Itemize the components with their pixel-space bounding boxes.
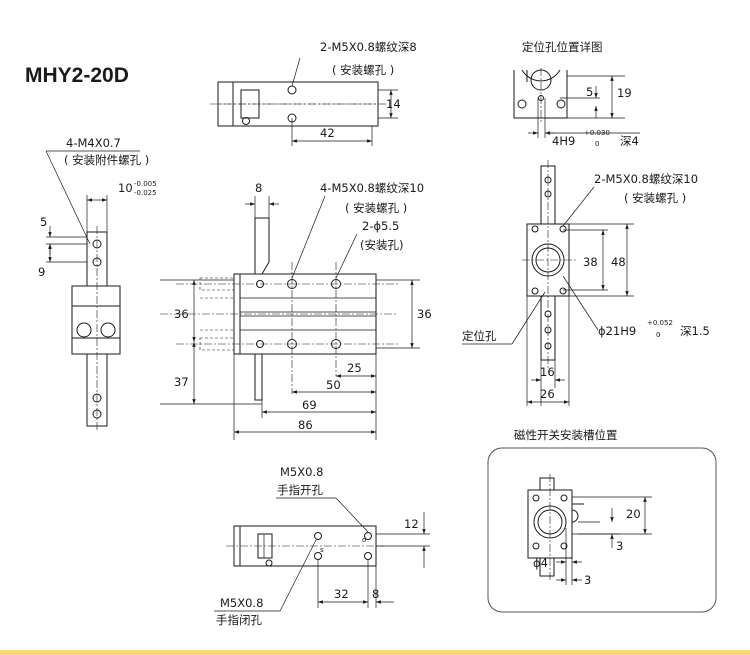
detail-hole-tol-lower: 0: [595, 140, 599, 148]
side-thread-sub: ( 安装螺孔 ): [624, 191, 686, 205]
side-dim-26: 26: [540, 387, 555, 401]
side-bore-depth: 深1.5: [680, 324, 710, 338]
finger-close-hole-circle: [314, 532, 322, 540]
bottom-dim-8: 8: [372, 587, 379, 601]
top-thread-note: 2-M5X0.8螺纹深8: [320, 40, 417, 54]
detail-hole-tol-upper: +0.030: [584, 129, 610, 137]
bottom-dim-32: 32: [334, 587, 349, 601]
sensor-dim-3a: 3: [616, 539, 623, 553]
detail-dim-19: 19: [617, 86, 632, 100]
top-thread-sub: ( 安装螺孔 ): [332, 63, 394, 77]
close-hole-label: M5X0.8: [220, 596, 263, 610]
detail-view: 定位孔位置详图 19 5 4H9 +0.030 0 深4: [513, 40, 640, 148]
side-bore-tol-upper: +0.052: [647, 319, 673, 327]
sensor-dim-3b: 3: [584, 573, 591, 587]
side-dim-16: 16: [540, 365, 555, 379]
left-width-tol-lower: -0.025: [134, 189, 157, 197]
side-locating-hole: 定位孔: [462, 329, 497, 343]
left-thread-note: 4-M4X0.7: [66, 136, 121, 150]
front-dim-8: 8: [255, 181, 262, 195]
bottom-accent-bar: [0, 650, 750, 655]
front-thread-sub: ( 安装螺孔 ): [345, 201, 407, 215]
open-hole-sub: 手指开孔: [277, 483, 323, 497]
sensor-dim-20: 20: [626, 507, 641, 521]
detail-hole-main: 4H9: [552, 134, 575, 148]
side-thread-note: 2-M5X0.8螺纹深10: [594, 172, 698, 186]
front-thread-note: 4-M5X0.8螺纹深10: [320, 181, 424, 195]
sensor-slot-arc: [571, 509, 579, 523]
front-dim-36-right: 36: [417, 307, 432, 321]
detail-hole-depth: 深4: [620, 134, 639, 148]
front-dim-69: 69: [302, 398, 317, 412]
sensor-dim-phi4: ϕ4: [533, 556, 548, 570]
model-title: MHY2-20D: [25, 64, 129, 87]
front-hole-sub: (安装孔): [360, 238, 403, 252]
bottom-dim-12: 12: [404, 517, 419, 531]
detail-heading: 定位孔位置详图: [522, 40, 603, 54]
side-dim-48: 48: [611, 255, 626, 269]
side-view: 2-M5X0.8螺纹深10 ( 安装螺孔 ) 38 48 定位孔 ϕ21H9 +…: [462, 160, 710, 406]
left-dim-9: 9: [38, 265, 45, 279]
top-dim-42: 42: [320, 126, 335, 140]
bottom-mark-o: o: [362, 536, 366, 544]
top-dim-14: 14: [386, 97, 401, 111]
detail-jaw-outline: [513, 70, 568, 119]
left-dim-5: 5: [40, 215, 47, 229]
sensor-heading: 磁性开关安装槽位置: [514, 428, 618, 442]
front-view: 8 4-M5X0.8螺纹深10 ( 安装螺孔 ) 2-ϕ5.5 (安装孔): [160, 181, 432, 440]
left-width-tol-upper: -0.005: [134, 180, 157, 188]
left-width-main: 10: [118, 181, 133, 195]
close-hole-sub: 手指闭孔: [216, 613, 262, 627]
sensor-frame: [487, 447, 717, 613]
side-dim-38: 38: [583, 255, 598, 269]
front-dim-86: 86: [298, 418, 313, 432]
front-dim-25: 25: [347, 361, 362, 375]
sensor-view: 磁性开关安装槽位置 20 3 ϕ4 3: [487, 428, 717, 613]
gripper-body-side: [71, 285, 121, 355]
open-hole-label: M5X0.8: [280, 465, 323, 479]
front-dim-50: 50: [326, 378, 341, 392]
mounting-hole-circle: [287, 85, 297, 95]
front-lower-finger: [254, 353, 263, 401]
finger-open-hole-circle: [364, 532, 372, 540]
front-dim-37: 37: [174, 375, 189, 389]
top-view: 2-M5X0.8螺纹深8 ( 安装螺孔 ) 14 42: [210, 40, 417, 146]
detail-dim-5: 5: [586, 85, 593, 99]
bottom-mark-s: s: [320, 546, 324, 554]
bottom-view: M5X0.8 手指开孔 s o 12 32 8 M5X0.8 手指闭孔: [214, 465, 430, 627]
front-hole-note: 2-ϕ5.5: [362, 219, 399, 233]
left-view: 4-M4X0.7 ( 安装附件螺孔 ) 10 -0.005 -0.025 5 9: [38, 136, 157, 430]
side-bore-tol-lower: 0: [656, 331, 660, 339]
front-upper-finger: [254, 217, 270, 275]
side-bore-note: ϕ21H9: [598, 324, 636, 338]
front-dim-36-left: 36: [174, 307, 189, 321]
left-thread-sub: ( 安装附件螺孔 ): [64, 153, 149, 167]
